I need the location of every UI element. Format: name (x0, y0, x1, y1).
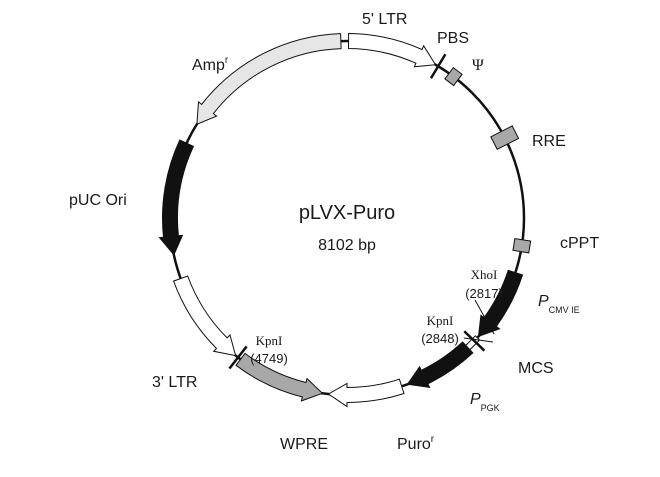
puro-arrow (327, 378, 405, 408)
label-psi: Ψ (472, 57, 484, 74)
cppt-box (512, 237, 532, 254)
label-pbs: PBS (437, 30, 469, 47)
xhoi-kpni-site-tick (463, 330, 486, 352)
label-kpni-1-position: (2848) (421, 331, 459, 346)
label-mcs: MCS (518, 360, 554, 377)
label-kpni-2: KpnI (256, 333, 283, 348)
label-cppt: cPPT (560, 235, 599, 252)
psi-box (444, 66, 463, 87)
label-kpni-2-position: (4749) (250, 351, 288, 366)
plasmid-name: pLVX-Puro (299, 202, 395, 224)
label-xhoi: XhoI (471, 267, 498, 282)
label-p-pgk: PPGK (470, 391, 500, 413)
pbs-site-tick (429, 53, 447, 79)
amp-arrow (196, 33, 342, 125)
p-pgk-arrow (406, 341, 474, 389)
label-amp: Ampr (192, 55, 229, 74)
wpre-arrow (235, 352, 324, 402)
label-puro: Puror (397, 434, 435, 453)
p-cmv-arrow (477, 269, 524, 338)
ltr5-arrow (347, 32, 437, 68)
label-rre: RRE (532, 133, 566, 150)
puc-ori-arrow (158, 139, 195, 256)
label-3-ltr: 3' LTR (152, 374, 197, 391)
label-p-cmv: PCMV IE (538, 293, 580, 315)
plasmid-size: 8102 bp (318, 237, 376, 254)
ltr3-arrow (172, 275, 237, 357)
label-kpni-1: KpnI (427, 313, 454, 328)
label-xhoi-position: (2817) (465, 286, 503, 301)
label-5-ltr: 5' LTR (362, 11, 407, 28)
kpni-2-site-tick (228, 345, 248, 370)
rre-box (490, 125, 520, 150)
xhoi-leader-line (474, 299, 495, 335)
label-puc-ori: pUC Ori (69, 192, 127, 209)
kpni-1-leader-line (463, 337, 494, 343)
label-wpre: WPRE (280, 436, 328, 453)
